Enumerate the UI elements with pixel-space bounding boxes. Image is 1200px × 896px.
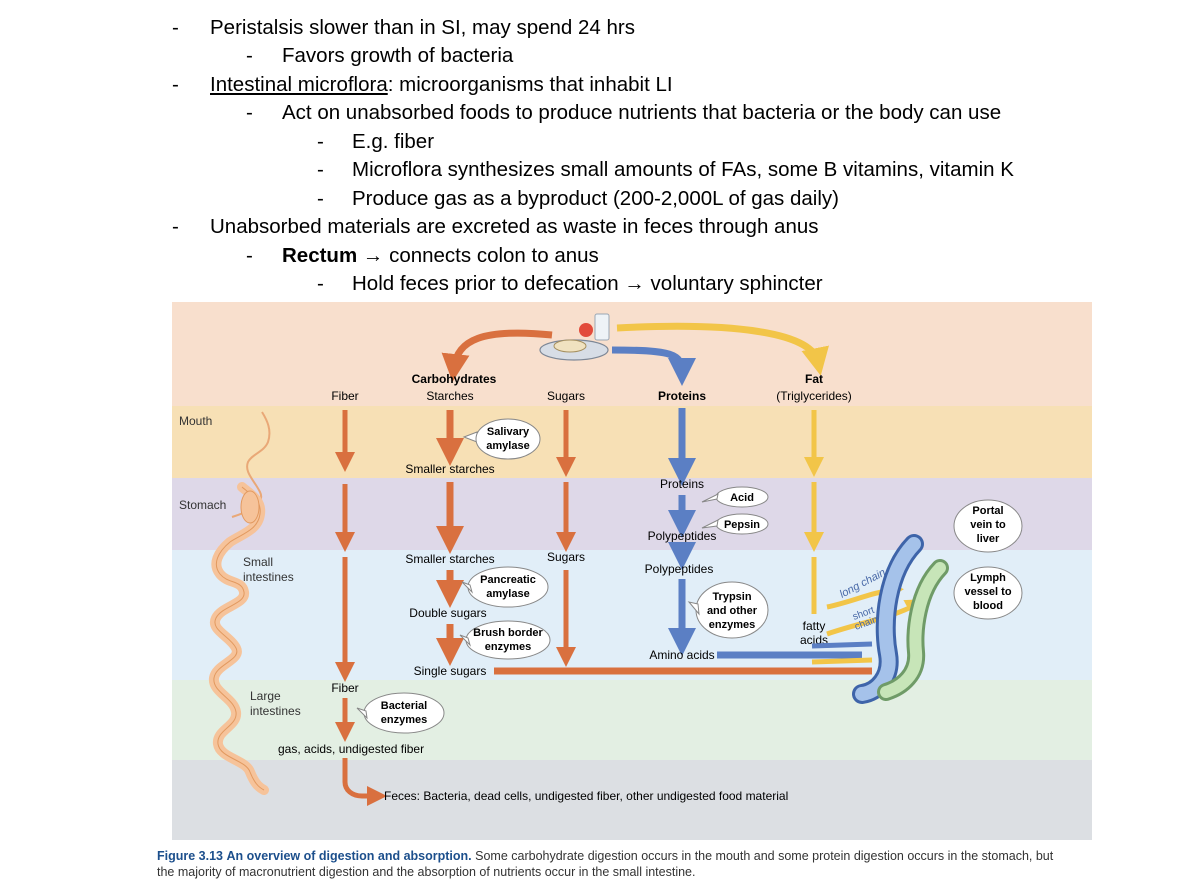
band-stomach xyxy=(172,478,1092,550)
note-peristalsis: Peristalsis slower than in SI, may spend… xyxy=(210,16,635,39)
band-mouth xyxy=(172,406,1092,478)
bullet-dash: - xyxy=(317,187,324,210)
bubble-salivary-line2: amylase xyxy=(486,440,529,452)
label-proteins-stomach: Proteins xyxy=(660,477,704,491)
band-top xyxy=(172,302,1092,406)
label-amino-acids: Amino acids xyxy=(649,648,714,662)
bullet-dash: - xyxy=(246,101,253,124)
bubble-salivary-line1: Salivary xyxy=(487,426,530,438)
note-defecation: Hold feces prior to defecation → volunta… xyxy=(352,272,823,295)
header-fiber: Fiber xyxy=(331,389,358,403)
note-fiber-example: E.g. fiber xyxy=(352,130,435,153)
bubble-pepsin-text: Pepsin xyxy=(724,519,760,531)
label-polypeptides-1: Polypeptides xyxy=(648,529,717,543)
bubble-pepsin: Pepsin xyxy=(701,513,769,535)
band-large-intestine xyxy=(172,680,1092,760)
bubble-salivary-amylase: Salivary amylase xyxy=(462,418,541,460)
bullet-dash: - xyxy=(246,44,253,67)
figure-number: Figure 3.13 xyxy=(157,849,223,863)
bubble-trypsin: Trypsin and other enzymes xyxy=(687,581,769,639)
digestion-diagram: Mouth Stomach Small intestines Large int… xyxy=(172,302,1092,840)
figure-title: An overview of digestion and absorption. xyxy=(226,849,472,863)
bullet-dash: - xyxy=(246,244,253,267)
note-vitamins: Microflora synthesizes small amounts of … xyxy=(352,158,1014,181)
food-plate-icon xyxy=(539,313,610,361)
term-intestinal-microflora: Intestinal microflora xyxy=(210,73,388,96)
zone-small-label-2: intestines xyxy=(243,570,294,584)
bubble-pancreatic-amylase: Pancreatic amylase xyxy=(461,566,549,608)
label-feces: Feces: Bacteria, dead cells, undigested … xyxy=(384,789,788,803)
bubble-bacterial-line2: enzymes xyxy=(381,714,427,726)
bubble-lymph-line2: vessel to xyxy=(964,586,1011,598)
label-gas-acids: gas, acids, undigested fiber xyxy=(278,742,424,756)
bullet-dash: - xyxy=(317,130,324,153)
note-unabsorbed-foods: Act on unabsorbed foods to produce nutri… xyxy=(282,101,1002,124)
bubble-brush-line2: enzymes xyxy=(485,641,531,653)
header-starches: Starches xyxy=(426,389,473,403)
zone-mouth-label: Mouth xyxy=(179,414,212,428)
header-triglycerides: (Triglycerides) xyxy=(776,389,852,403)
bubble-lymph-line1: Lymph xyxy=(970,572,1006,584)
bubble-brush-line1: Brush border xyxy=(473,627,543,639)
figure-caption: Figure 3.13 An overview of digestion and… xyxy=(157,848,1057,880)
bubble-bacterial-line1: Bacterial xyxy=(381,700,427,712)
bubble-portal-line1: Portal xyxy=(972,505,1003,517)
band-feces xyxy=(172,760,1092,840)
label-fiber-large: Fiber xyxy=(331,681,358,695)
note-gas: Produce gas as a byproduct (200-2,000L o… xyxy=(352,187,839,210)
label-double-sugars: Double sugars xyxy=(409,606,486,620)
label-polypeptides-2: Polypeptides xyxy=(645,562,714,576)
header-sugars: Sugars xyxy=(547,389,585,403)
zone-small-label-1: Small xyxy=(243,555,273,569)
arrow-plate-to-fat xyxy=(616,322,829,376)
bubble-trypsin-line3: enzymes xyxy=(709,619,755,631)
bullet-dash: - xyxy=(172,16,179,39)
arrow-plate-to-proteins xyxy=(611,346,696,386)
figure-caption-text: Some carbohydrate digestion occurs in th… xyxy=(157,849,1054,879)
note-rectum: Rectum → connects colon to anus xyxy=(282,243,599,269)
bubble-bacterial-enzymes: Bacterial enzymes xyxy=(356,692,445,734)
bubble-acid-text: Acid xyxy=(730,492,754,504)
header-carbohydrates: Carbohydrates xyxy=(412,372,497,386)
bubble-trypsin-line2: and other xyxy=(707,605,758,617)
bubble-portal-line3: liver xyxy=(977,533,1000,545)
digestive-tract-illustration xyxy=(209,411,271,795)
bubble-pancreatic-line1: Pancreatic xyxy=(480,574,536,586)
bubble-portal-line2: vein to xyxy=(970,519,1006,531)
label-single-sugars: Single sugars xyxy=(414,664,487,678)
zone-large-label-2: intestines xyxy=(250,704,301,718)
zone-stomach-label: Stomach xyxy=(179,498,226,512)
label-smaller-starches-1: Smaller starches xyxy=(405,462,494,476)
note-rectum-definition: → connects colon to anus xyxy=(357,244,599,267)
bubble-acid: Acid xyxy=(701,486,769,508)
label-fatty: fatty xyxy=(803,619,826,633)
arrow-plate-to-carbs xyxy=(441,329,553,382)
note-microflora: Intestinal microflora: microorganisms th… xyxy=(210,72,673,98)
label-smaller-starches-2: Smaller starches xyxy=(405,552,494,566)
bubble-pancreatic-line2: amylase xyxy=(486,588,529,600)
note-bacteria-growth: Favors growth of bacteria xyxy=(282,44,514,67)
zone-large-label-1: Large xyxy=(250,689,281,703)
term-rectum: Rectum xyxy=(282,244,358,267)
bullet-dash: - xyxy=(172,73,179,96)
bubble-portal-vein: Portal vein to liver xyxy=(953,499,1023,553)
header-fat: Fat xyxy=(805,372,823,386)
bullet-dash: - xyxy=(172,215,179,238)
header-proteins: Proteins xyxy=(658,389,706,403)
band-small-intestine xyxy=(172,550,1092,680)
note-excretion: Unabsorbed materials are excreted as was… xyxy=(210,215,819,238)
note-microflora-definition: : microorganisms that inhabit LI xyxy=(387,73,673,96)
bubble-brush-border: Brush border enzymes xyxy=(459,620,551,660)
bubble-lymph-vessel: Lymph vessel to blood xyxy=(953,566,1023,620)
bullet-dash: - xyxy=(317,158,324,181)
bubble-trypsin-line1: Trypsin xyxy=(712,591,751,603)
label-sugars-2: Sugars xyxy=(547,550,585,564)
bubble-lymph-line3: blood xyxy=(973,600,1003,612)
lecture-notes: - Peristalsis slower than in SI, may spe… xyxy=(0,0,1200,300)
bullet-dash: - xyxy=(317,272,324,295)
